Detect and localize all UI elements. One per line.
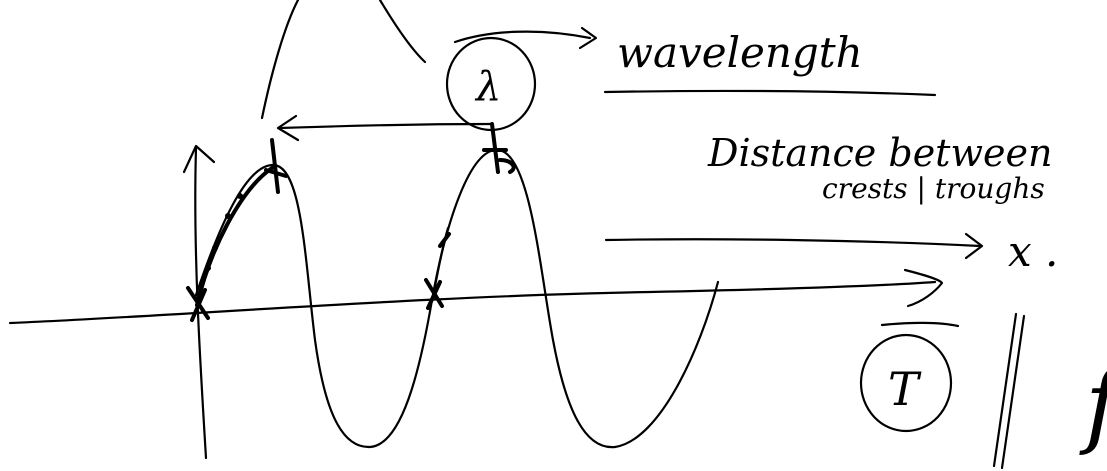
second-segment-tick	[438, 232, 451, 248]
wavelength-underline	[603, 89, 937, 97]
x-arrowhead	[964, 232, 984, 260]
period-symbol: T	[888, 362, 922, 416]
second-segment-emphasis	[432, 226, 450, 294]
lambda-circle	[445, 36, 537, 132]
trace-dot	[205, 265, 211, 271]
crest-mark-left	[264, 138, 288, 194]
definition-line-2: crests | troughs	[822, 172, 1045, 205]
first-segment-emphasis	[195, 166, 274, 307]
lambda-symbol: λ	[474, 64, 501, 110]
top-peak-stroke-right	[378, 0, 427, 64]
frequency-symbol: f	[1079, 351, 1107, 458]
crest-mark-right	[482, 122, 516, 174]
period-circle	[859, 333, 953, 433]
horizontal-axis-arrowhead	[903, 268, 944, 308]
horizontal-axis	[8, 280, 937, 325]
lambda-to-wavelength-arrow	[453, 30, 592, 44]
wavelength-label: wavelength	[617, 28, 863, 77]
axis-crossing-mark-left	[186, 286, 210, 322]
trace-dot	[237, 193, 243, 199]
vertical-axis-arrowhead	[182, 144, 216, 174]
trace-dot	[225, 213, 231, 219]
x-symbol: x .	[1008, 227, 1058, 276]
wavelength-span-arrow	[278, 122, 492, 130]
top-peak-stroke-left	[260, 0, 300, 120]
wavelength-span-arrowhead	[276, 114, 300, 142]
period-top-stroke	[880, 321, 960, 328]
definition-line-1: Distance between	[707, 131, 1052, 175]
trace-dot	[212, 245, 218, 251]
x-arrow	[604, 238, 982, 248]
separator-slash	[992, 312, 1026, 470]
lambda-to-wavelength-arrowhead	[578, 26, 598, 50]
axis-crossing-mark-right	[424, 278, 444, 310]
